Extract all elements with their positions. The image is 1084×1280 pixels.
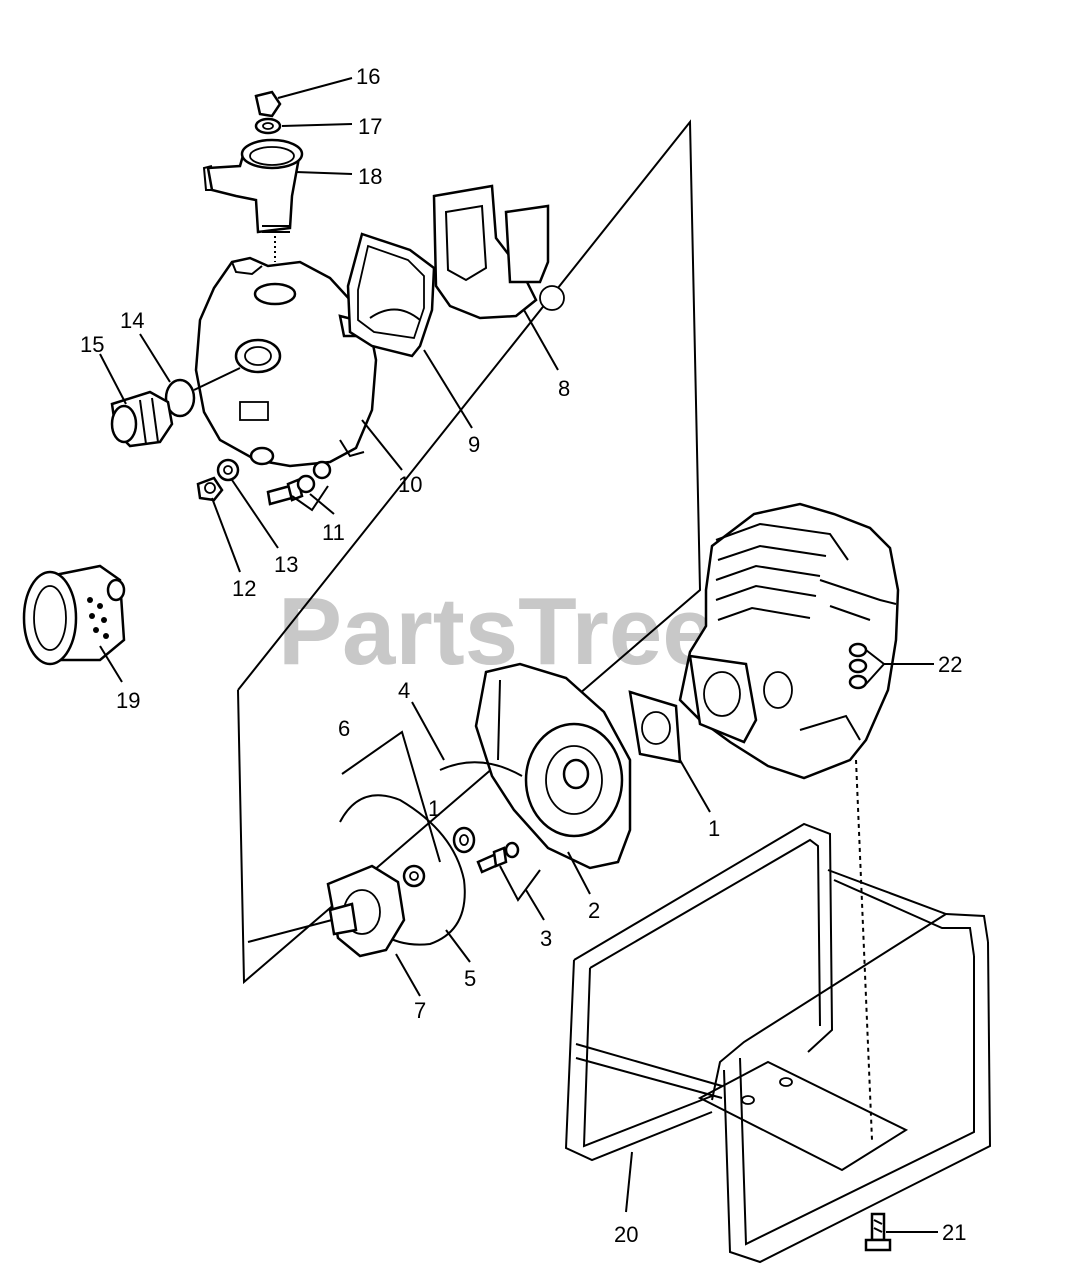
callout-12: 12 (232, 576, 256, 601)
callout-9: 9 (468, 432, 480, 457)
part-16-plug (254, 90, 282, 118)
callout-4: 4 (398, 678, 410, 703)
callout-5: 5 (464, 966, 476, 991)
callout-22: 22 (938, 652, 962, 677)
part-8-inlet-duct (432, 184, 565, 320)
part-12-nut (196, 476, 224, 502)
part-13-washer (216, 458, 240, 482)
callout-21: 21 (942, 1220, 966, 1245)
callout-16: 16 (356, 64, 380, 89)
callout-3: 3 (540, 926, 552, 951)
watermark: PartsTree (278, 578, 716, 685)
part-21-bolt (864, 1212, 892, 1252)
part-5-wear-ring (339, 794, 466, 946)
callout-18: 18 (358, 164, 382, 189)
callout-19: 19 (116, 688, 140, 713)
part-1-seal (452, 826, 476, 854)
engine (678, 502, 900, 1141)
part-14-o-ring (164, 378, 196, 418)
part-2-back-plate (474, 662, 632, 870)
part-7-impeller (247, 864, 406, 958)
part-1-gasket (628, 690, 682, 764)
callout-2: 2 (588, 898, 600, 923)
callout-8: 8 (558, 376, 570, 401)
part-3-bolt-washer (476, 841, 541, 902)
callout-1-gasket: 1 (708, 816, 720, 841)
part-15-fitting (110, 390, 174, 448)
part-17-washer (254, 117, 282, 135)
callout-17: 17 (358, 114, 382, 139)
callout-20: 20 (614, 1222, 638, 1247)
leader-lines (99, 77, 938, 1233)
callout-6: 6 (338, 716, 350, 741)
part-19-strainer (22, 564, 126, 666)
callout-1-seal: 1 (428, 796, 440, 821)
part-9-gasket (346, 232, 436, 358)
callout-15: 15 (80, 332, 104, 357)
part-20-frame (564, 822, 992, 1264)
part-6-nut (341, 730, 441, 888)
callout-13: 13 (274, 552, 298, 577)
callout-14: 14 (120, 308, 144, 333)
callout-11: 11 (322, 520, 345, 545)
callout-7: 7 (414, 998, 426, 1023)
part-11-bolt-washer (266, 460, 332, 512)
exploded-view-frame (237, 119, 702, 985)
part-18-elbow-fitting (202, 138, 304, 262)
callout-10: 10 (398, 472, 422, 497)
part-4-o-ring (439, 761, 523, 777)
